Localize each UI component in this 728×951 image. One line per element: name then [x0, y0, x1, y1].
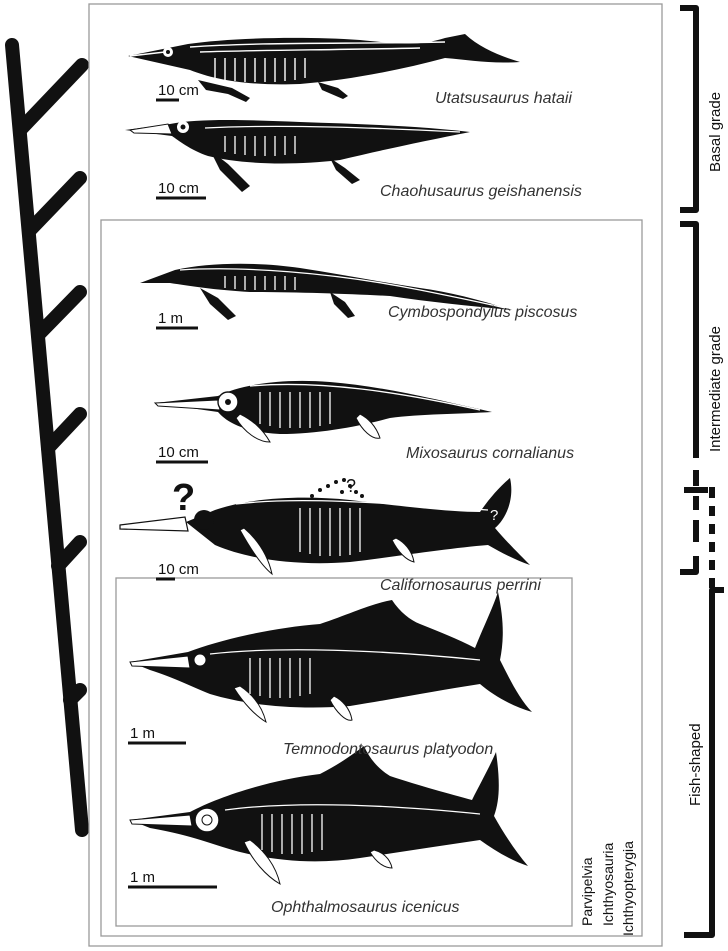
cladogram	[12, 45, 82, 830]
intermediate-grade-bracket-dashed	[680, 470, 696, 572]
species-label-chaohusaurus: Chaohusaurus geishanensis	[380, 183, 582, 200]
grade-label-fish-shaped: Fish-shaped	[687, 723, 704, 806]
species-label-temnodontosaurus: Temnodontosaurus platyodon	[283, 741, 493, 758]
species-label-ophthalmosaurus: Ophthalmosaurus icenicus	[271, 899, 460, 916]
scale-label-ophthalmosaurus: 1 m	[130, 869, 155, 886]
scale-label-mixosaurus: 10 cm	[158, 444, 199, 461]
californosaurus-unknown-skull: ?	[172, 477, 195, 519]
species-label-mixosaurus: Mixosaurus cornalianus	[406, 445, 574, 462]
scale-label-temnodontosaurus: 1 m	[130, 725, 155, 742]
scale-label-cymbospondylus: 1 m	[158, 310, 183, 327]
grade-label-intermediate: Intermediate grade	[707, 326, 724, 452]
species-label-utatsusaurus: Utatsusaurus hataii	[435, 90, 572, 107]
temnodontosaurus-reconstruction	[130, 592, 532, 722]
cladogram-branch-parvipelvia	[70, 690, 80, 700]
cladogram-trunk	[12, 45, 82, 830]
basal-grade-bracket	[680, 8, 696, 210]
cladogram-branch-cymbospondylus	[38, 292, 80, 335]
species-label-californosaurus: Californosaurus perrini	[380, 577, 541, 594]
mixosaurus-reconstruction	[155, 381, 492, 442]
clade-label-ichthyosauria: Ichthyosauria	[600, 843, 616, 926]
californosaurus-unknown-dorsal: ?	[346, 476, 356, 496]
scale-label-utatsusaurus: 10 cm	[158, 82, 199, 99]
clade-label-ichthyopterygia: Ichthyopterygia	[620, 841, 636, 936]
cladogram-branch-utatsusaurus	[20, 65, 82, 130]
ophthalmosaurus-reconstruction	[130, 746, 528, 884]
species-label-cymbospondylus: Cymbospondylus piscosus	[388, 304, 577, 321]
cladogram-branch-chaohusaurus	[30, 178, 80, 230]
scale-label-californosaurus: 10 cm	[158, 561, 199, 578]
grade-label-basal: Basal grade	[707, 92, 724, 172]
scale-label-chaohusaurus: 10 cm	[158, 180, 199, 197]
intermediate-grade-bracket	[680, 224, 696, 458]
californosaurus-unknown-tail: ?	[490, 507, 498, 524]
clade-label-parvipelvia: Parvipelvia	[579, 857, 595, 926]
